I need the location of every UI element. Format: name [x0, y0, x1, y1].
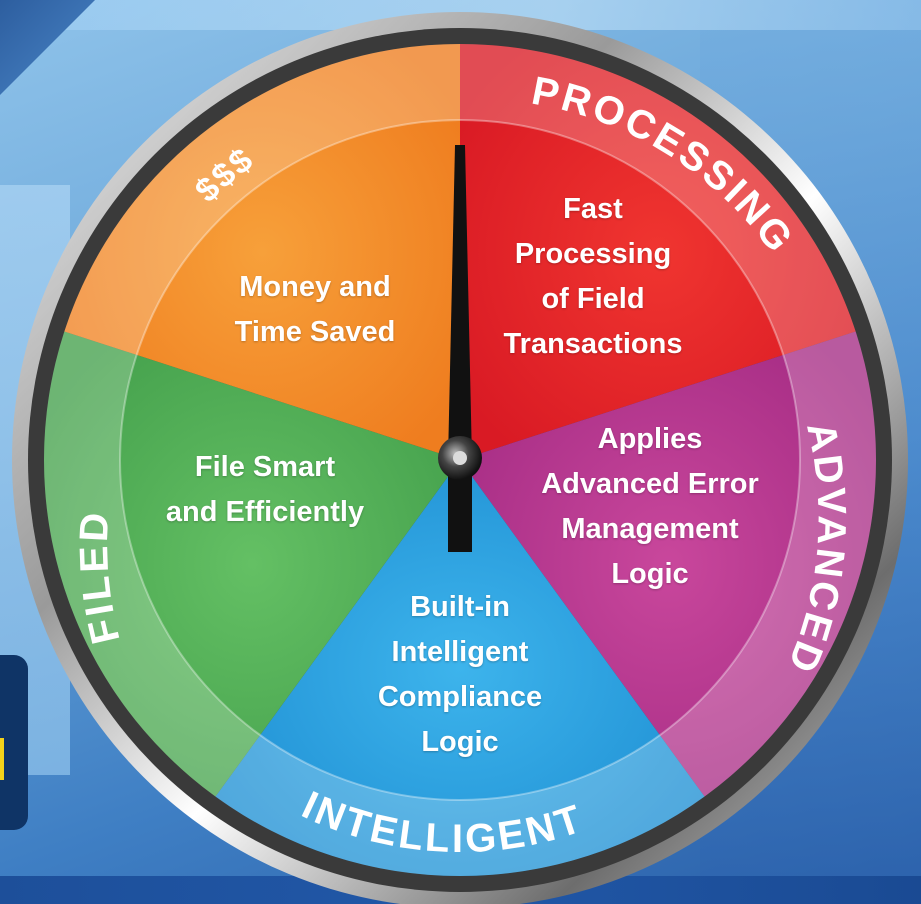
segment-blue: [215, 460, 705, 877]
segment-label-orange: Money and Time Saved: [234, 271, 396, 348]
needle-upper: [448, 145, 472, 460]
background-yellow-accent: [0, 738, 4, 780]
segment-label-red: Fast Processing of Field Transactions: [503, 193, 683, 360]
segments: [44, 43, 876, 877]
segment-label-magenta: Applies Advanced Error Management Logic: [541, 423, 759, 590]
segment-green: [44, 331, 461, 797]
rim-inner-line: [119, 119, 801, 801]
segment-magenta: [460, 331, 876, 797]
needle-hub-cap: [453, 451, 467, 465]
rim-band: [44, 44, 876, 876]
segment-red: [460, 44, 856, 460]
background-dark-tab: [0, 655, 28, 830]
segment-orange: [64, 43, 461, 460]
segment-label-blue: Built-in Intelligent Compliance Logic: [377, 591, 543, 758]
segment-label-green: File Smart and Efficiently: [165, 451, 365, 528]
